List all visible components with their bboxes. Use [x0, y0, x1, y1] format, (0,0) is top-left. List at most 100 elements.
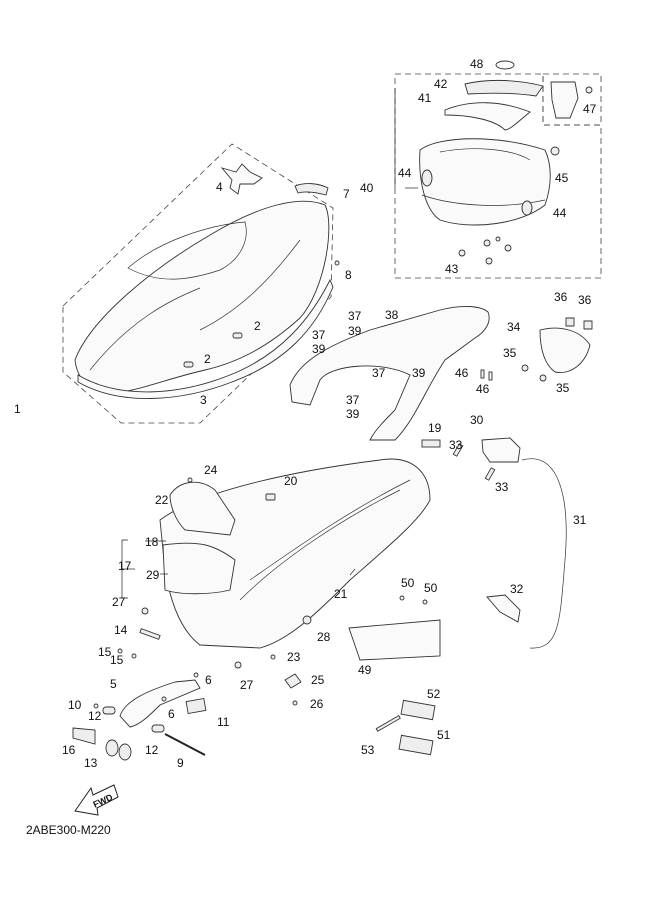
callout-46: 46	[476, 382, 490, 396]
springs-13[interactable]	[105, 739, 132, 761]
callout-44: 44	[398, 166, 412, 180]
callout-47: 47	[583, 102, 597, 116]
callout-42: 42	[434, 77, 448, 91]
lock-assembly-47[interactable]	[550, 81, 593, 119]
collar-35a[interactable]	[521, 364, 529, 372]
seat-damper-2a[interactable]	[232, 332, 243, 339]
fuel-cover-22[interactable]	[169, 481, 236, 536]
callout-36: 36	[578, 293, 592, 307]
reflector-44b[interactable]	[521, 200, 533, 216]
callout-50: 50	[401, 576, 415, 590]
leader-lines	[121, 88, 418, 599]
callout-15: 15	[98, 645, 112, 659]
clamp-25[interactable]	[284, 673, 302, 689]
callout-37: 37	[346, 393, 360, 407]
screw-26[interactable]	[292, 700, 298, 706]
collar-36b[interactable]	[583, 320, 593, 330]
grommet-28[interactable]	[302, 615, 312, 625]
screw-15a[interactable]	[117, 648, 123, 654]
bolt-27b[interactable]	[234, 661, 242, 669]
callout-22: 22	[155, 493, 169, 507]
hook-21[interactable]	[349, 568, 356, 576]
plug-20[interactable]	[265, 493, 276, 501]
cushion-19[interactable]	[421, 439, 441, 448]
damper-12a[interactable]	[102, 706, 116, 715]
top-case-boundary	[394, 73, 602, 279]
bracket-14[interactable]	[139, 628, 161, 640]
lid-cover-41[interactable]	[444, 102, 531, 131]
screw-6b[interactable]	[161, 696, 167, 702]
callout-44: 44	[553, 206, 567, 220]
callout-37: 37	[372, 366, 386, 380]
seat-screw-8[interactable]	[334, 260, 340, 266]
lid-trim-42[interactable]	[464, 79, 544, 97]
seat-bracket[interactable]	[220, 163, 263, 195]
seat-assembly	[62, 143, 340, 424]
bolt-27a[interactable]	[141, 607, 149, 615]
callout-8: 8	[345, 268, 352, 282]
callout-49: 49	[358, 663, 372, 677]
bolts-46[interactable]	[480, 369, 493, 381]
callout-4: 4	[216, 180, 223, 194]
callout-21: 21	[334, 587, 348, 601]
callout-48: 48	[470, 57, 484, 71]
screw-24[interactable]	[187, 477, 193, 483]
label-11[interactable]	[185, 698, 207, 714]
seat-base-trim[interactable]	[77, 278, 334, 399]
callout-31: 31	[573, 513, 587, 527]
collar-36a[interactable]	[565, 317, 575, 327]
callout-9: 9	[177, 756, 184, 770]
bolt-33a[interactable]	[452, 443, 464, 457]
screw-6a[interactable]	[193, 672, 199, 678]
top-case-body[interactable]	[419, 138, 551, 226]
rear-carrier-38[interactable]	[289, 306, 490, 441]
screws-43[interactable]	[458, 236, 512, 265]
callout-28: 28	[317, 630, 331, 644]
callout-35: 35	[503, 346, 517, 360]
callout-41: 41	[418, 91, 432, 105]
callout-6: 6	[205, 673, 212, 687]
manual-52[interactable]	[400, 699, 436, 721]
heat-shield-5[interactable]	[119, 679, 201, 728]
damper-12b[interactable]	[151, 724, 165, 733]
clip-50b[interactable]	[422, 599, 428, 605]
lock-boundary	[542, 73, 602, 126]
reflector-44a[interactable]	[421, 169, 433, 187]
clip-50a[interactable]	[399, 595, 405, 601]
tool-53[interactable]	[375, 715, 401, 732]
callout-5: 5	[110, 677, 117, 691]
latch-bracket-34[interactable]	[539, 327, 591, 373]
callout-43: 43	[445, 262, 459, 276]
book-51[interactable]	[398, 734, 434, 756]
bolt-9[interactable]	[164, 733, 206, 756]
latch-30[interactable]	[481, 437, 521, 463]
seat-handle-trim[interactable]	[294, 183, 329, 196]
callout-3: 3	[200, 393, 207, 407]
screw-15b[interactable]	[131, 653, 137, 659]
callout-16: 16	[62, 743, 76, 757]
storage-bin-29[interactable]	[162, 542, 236, 595]
callout-29: 29	[146, 568, 160, 582]
bolt-33b[interactable]	[484, 467, 496, 481]
callout-2: 2	[204, 352, 211, 366]
callout-37: 37	[348, 309, 362, 323]
emblem-48[interactable]	[495, 60, 515, 70]
carrier-group	[289, 306, 593, 649]
cable-31[interactable]	[521, 458, 567, 649]
cable-end-32[interactable]	[486, 594, 521, 623]
collar-10[interactable]	[93, 703, 99, 709]
undercover-49[interactable]	[348, 619, 441, 661]
callout-40: 40	[360, 181, 374, 195]
callout-45: 45	[555, 171, 569, 185]
callout-25: 25	[311, 673, 325, 687]
callout-13: 13	[84, 756, 98, 770]
collar-35b[interactable]	[539, 374, 547, 382]
screw-23[interactable]	[270, 654, 276, 660]
nut-45[interactable]	[550, 146, 560, 156]
seat-damper-2b[interactable]	[183, 361, 194, 368]
callout-36: 36	[554, 290, 568, 304]
bracket-16[interactable]	[72, 727, 96, 745]
callout-7: 7	[343, 187, 350, 201]
